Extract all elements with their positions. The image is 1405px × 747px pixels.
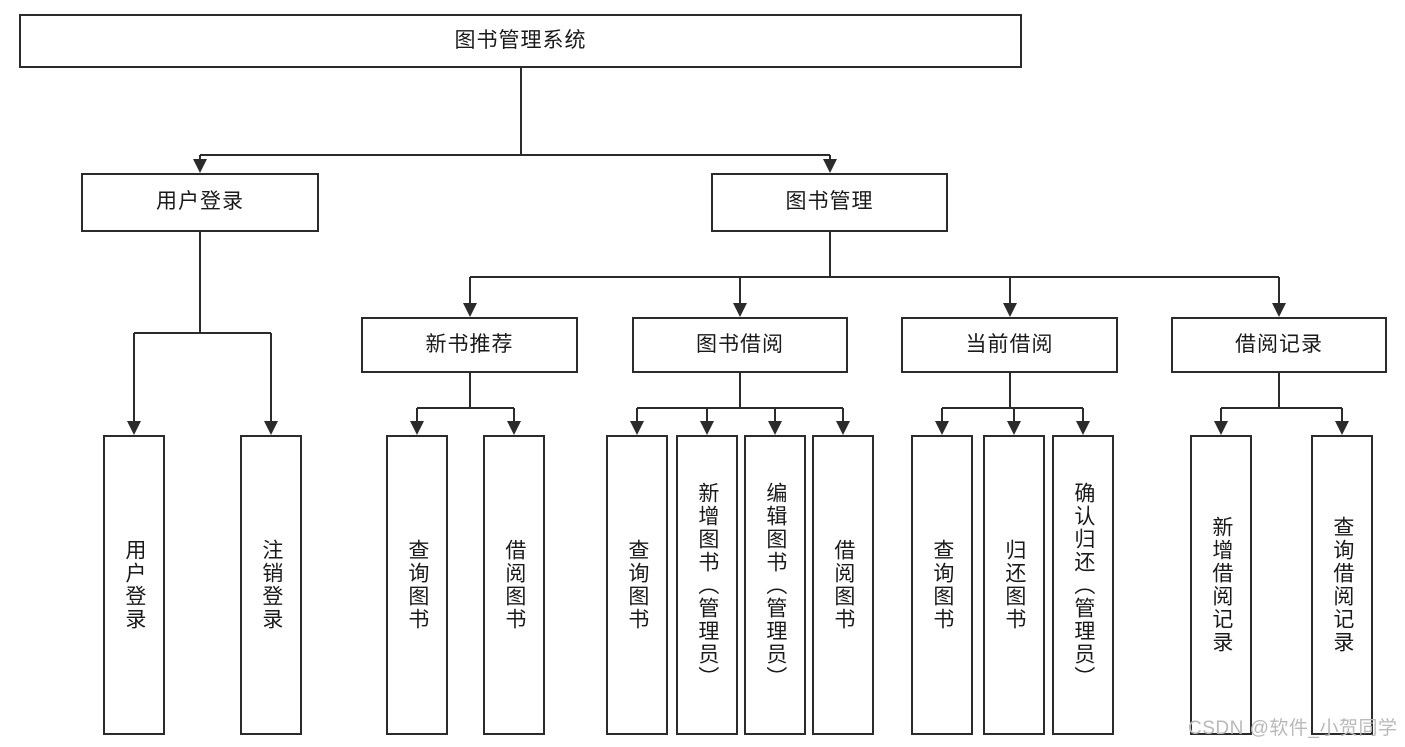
node-user-login-label: 用户登录 <box>156 190 244 214</box>
node-root-label: 图书管理系统 <box>454 28 587 52</box>
node-root[interactable]: 图书管理系统 <box>19 14 1022 68</box>
arrowhead-icon <box>1214 421 1228 435</box>
leaf-query-book-current[interactable]: 查询图书 <box>911 435 973 735</box>
arrowhead-icon <box>410 421 424 435</box>
leaf-add-borrow-record[interactable]: 新增借阅记录 <box>1190 435 1252 735</box>
leaf-confirm-return-admin[interactable]: 确认归还（管理员） <box>1052 435 1114 735</box>
leaf-add-borrow-record-label: 新增借阅记录 <box>1209 516 1233 654</box>
connector-stem <box>1278 373 1280 408</box>
node-user-login[interactable]: 用户登录 <box>81 173 319 232</box>
arrowhead-icon <box>822 159 837 173</box>
leaf-edit-book-admin[interactable]: 编辑图书（管理员） <box>744 435 806 735</box>
arrowhead-icon <box>768 421 782 435</box>
connector-drop <box>1278 277 1280 315</box>
connector-drop <box>842 408 844 433</box>
leaf-borrow-book[interactable]: 借阅图书 <box>812 435 874 735</box>
node-book-management[interactable]: 图书管理 <box>711 173 948 232</box>
connector-drop <box>468 277 471 315</box>
connector-drop <box>706 408 708 433</box>
node-borrow-record[interactable]: 借阅记录 <box>1171 317 1387 373</box>
leaf-query-borrow-record-label: 查询借阅记录 <box>1330 516 1354 654</box>
leaf-query-book-recommend-label: 查询图书 <box>405 539 429 631</box>
connector-drop <box>1220 408 1222 433</box>
connector-stem <box>739 373 741 408</box>
connector-drop <box>739 277 741 315</box>
connector-drop <box>774 408 776 433</box>
leaf-logout-label: 注销登录 <box>259 539 283 631</box>
connector-stem <box>1008 373 1011 408</box>
arrowhead-icon <box>1272 303 1286 317</box>
arrowhead-icon <box>193 159 207 173</box>
arrowhead-icon <box>700 421 714 435</box>
connector-drop <box>636 408 638 433</box>
leaf-user-login-label: 用户登录 <box>122 539 146 631</box>
leaf-query-book-borrow[interactable]: 查询图书 <box>606 435 668 735</box>
arrowhead-icon <box>836 421 850 435</box>
arrowhead-icon <box>1335 421 1349 435</box>
connector-bookmgmt-bus <box>469 276 1279 278</box>
connector-bookmgmt-stem <box>828 232 831 277</box>
leaf-confirm-return-admin-label: 确认归还（管理员） <box>1071 481 1095 689</box>
arrowhead-icon <box>1076 421 1090 435</box>
arrowhead-icon <box>733 303 747 317</box>
connector-drop <box>513 408 515 433</box>
connector-drop <box>1008 277 1011 315</box>
node-current-borrow[interactable]: 当前借阅 <box>901 317 1118 373</box>
arrowhead-icon <box>935 421 949 435</box>
connector-drop <box>133 333 135 433</box>
leaf-borrow-book-recommend-label: 借阅图书 <box>502 539 526 631</box>
connector-drop <box>270 333 272 433</box>
arrowhead-icon <box>264 421 278 435</box>
connector-drop <box>1341 408 1343 433</box>
leaf-return-book-label: 归还图书 <box>1002 539 1026 631</box>
connector-drop <box>1082 408 1084 433</box>
leaf-add-book-admin-label: 新增图书（管理员） <box>695 481 719 689</box>
leaf-return-book[interactable]: 归还图书 <box>983 435 1045 735</box>
connector-drop <box>416 408 418 433</box>
node-new-book-recommend-label: 新书推荐 <box>425 332 514 356</box>
connector-drop <box>941 408 943 433</box>
arrowhead-icon <box>1002 303 1017 317</box>
leaf-query-book-borrow-label: 查询图书 <box>625 539 649 631</box>
connector-root-bus <box>200 154 830 156</box>
node-book-borrow-label: 图书借阅 <box>696 332 784 356</box>
node-book-management-label: 图书管理 <box>785 190 874 214</box>
connector-bus <box>637 407 843 409</box>
connector-drop <box>1013 408 1015 433</box>
node-book-borrow[interactable]: 图书借阅 <box>632 317 848 373</box>
connector-userlogin-bus <box>134 332 271 334</box>
arrowhead-icon <box>630 421 644 435</box>
leaf-edit-book-admin-label: 编辑图书（管理员） <box>763 481 787 689</box>
leaf-borrow-book-label: 借阅图书 <box>831 539 855 631</box>
node-current-borrow-label: 当前借阅 <box>965 332 1054 356</box>
node-borrow-record-label: 借阅记录 <box>1235 332 1323 356</box>
leaf-logout[interactable]: 注销登录 <box>240 435 302 735</box>
leaf-borrow-book-recommend[interactable]: 借阅图书 <box>483 435 545 735</box>
leaf-query-borrow-record[interactable]: 查询借阅记录 <box>1311 435 1373 735</box>
arrowhead-icon <box>1007 421 1021 435</box>
leaf-user-login[interactable]: 用户登录 <box>103 435 165 735</box>
connector-bus <box>1221 407 1342 409</box>
node-new-book-recommend[interactable]: 新书推荐 <box>361 317 578 373</box>
connector-bus <box>417 407 514 409</box>
connector-bus <box>942 407 1083 409</box>
leaf-query-book-current-label: 查询图书 <box>930 539 954 631</box>
arrowhead-icon <box>127 421 141 435</box>
connector-userlogin-stem <box>199 232 201 333</box>
arrowhead-icon <box>507 421 521 435</box>
leaf-add-book-admin[interactable]: 新增图书（管理员） <box>676 435 738 735</box>
connector-root-stem <box>519 68 522 155</box>
leaf-query-book-recommend[interactable]: 查询图书 <box>386 435 448 735</box>
connector-stem <box>468 373 471 408</box>
arrowhead-icon <box>462 303 477 317</box>
